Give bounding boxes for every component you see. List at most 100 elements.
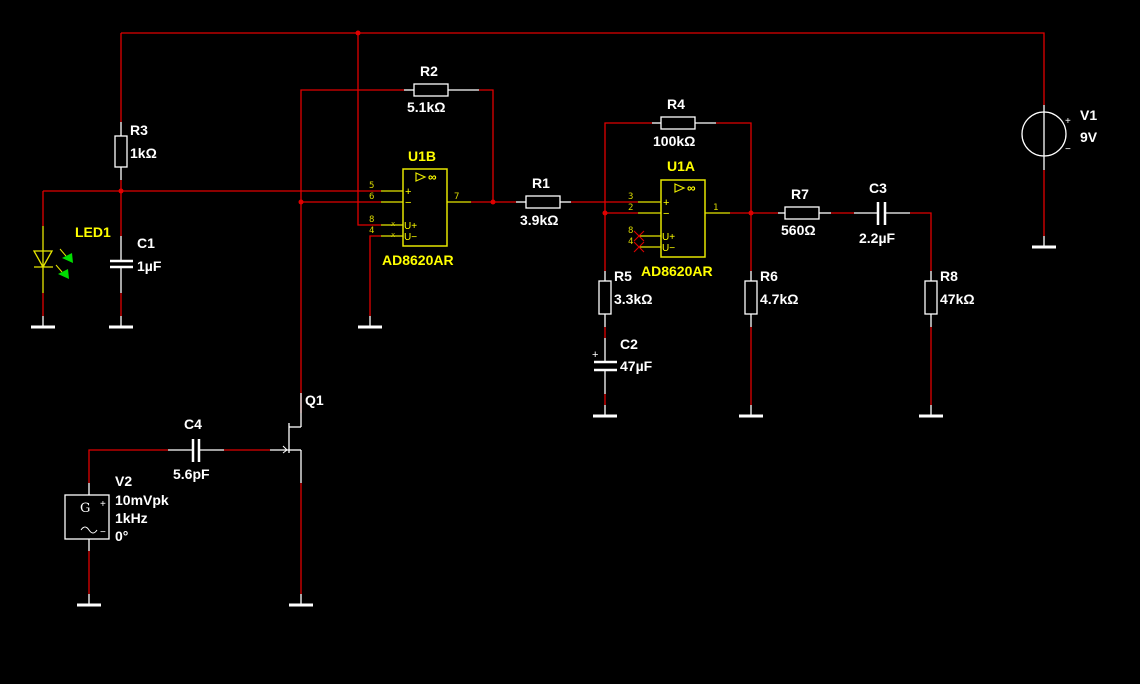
u1b-nc-mark-icon: x xyxy=(391,231,395,239)
r4-ref: R4 xyxy=(667,96,685,112)
capacitor-c1[interactable]: C1 1µF xyxy=(110,235,162,293)
r3-ref: R3 xyxy=(130,122,148,138)
r6-value: 4.7kΩ xyxy=(760,291,798,307)
opamp-u1a[interactable]: ∞ 3 2 8 4 1 + − U+ U− U1A AD8620AR xyxy=(628,158,730,279)
sine-wave-icon xyxy=(80,526,98,534)
wire-c3-r8[interactable] xyxy=(910,212,932,271)
wire-r4-left[interactable] xyxy=(604,122,652,271)
u1b-infinity: ∞ xyxy=(428,170,437,184)
r5-value: 3.3kΩ xyxy=(614,291,652,307)
u1b-upos: U+ xyxy=(404,221,417,232)
ground-icon xyxy=(289,594,313,607)
v1-plus: + xyxy=(1065,116,1071,127)
resistor-r3[interactable]: R3 1kΩ xyxy=(114,122,157,180)
junction-u1b-out xyxy=(490,199,496,205)
u1b-plus: + xyxy=(405,186,411,198)
r2-value: 5.1kΩ xyxy=(407,99,445,115)
wire-u1b-pin4[interactable] xyxy=(369,235,381,316)
wire-vcc-to-u1b-pin8[interactable] xyxy=(357,33,381,226)
v1-ref: V1 xyxy=(1080,107,1097,123)
u1a-pin2: 2 xyxy=(628,203,633,213)
ac-source-v2[interactable]: G + − V2 10mVpk 1kHz 0° xyxy=(64,473,169,551)
r8-ref: R8 xyxy=(940,268,958,284)
wire-r2-right[interactable] xyxy=(479,89,494,202)
ground-icon xyxy=(109,316,133,329)
u1a-pin4: 4 xyxy=(628,237,633,247)
c1-value: 1µF xyxy=(137,258,162,274)
c3-ref: C3 xyxy=(869,180,887,196)
u1a-ref: U1A xyxy=(667,158,695,174)
opamp-triangle-icon xyxy=(415,172,427,182)
capacitor-c3[interactable]: C3 2.2µF xyxy=(854,180,910,246)
v2-ref: V2 xyxy=(115,473,132,489)
resistor-r1[interactable]: R1 3.9kΩ xyxy=(516,175,571,228)
u1a-pin1: 1 xyxy=(713,203,718,213)
c3-value: 2.2µF xyxy=(859,230,896,246)
u1a-pin8: 8 xyxy=(628,226,633,236)
opamp-u1b[interactable]: ∞ 5 6 8 4 7 x x + − U+ U− U1B AD8620AR xyxy=(369,148,471,268)
wire-r4-right[interactable] xyxy=(716,122,752,271)
wire-r2-left[interactable] xyxy=(300,89,404,413)
v2-plus: + xyxy=(100,499,106,510)
wires xyxy=(42,32,1045,594)
u1a-minus: − xyxy=(663,208,669,220)
v1-value: 9V xyxy=(1080,129,1098,145)
ground-icon xyxy=(593,405,617,418)
resistor-r6[interactable]: R6 4.7kΩ xyxy=(744,268,798,327)
ground-icon xyxy=(77,594,101,607)
wire-vcc-rail[interactable] xyxy=(121,32,1045,105)
q1-ref: Q1 xyxy=(305,392,324,408)
wire-v2-c4[interactable] xyxy=(88,449,168,483)
c4-value: 5.6pF xyxy=(173,466,210,482)
ground-icon xyxy=(919,405,943,418)
resistor-r7[interactable]: R7 560Ω xyxy=(778,186,831,238)
capacitor-c4[interactable]: C4 5.6pF xyxy=(168,416,224,482)
r8-value: 47kΩ xyxy=(940,291,975,307)
u1b-ref: U1B xyxy=(408,148,436,164)
light-emission-arrows-icon xyxy=(55,248,73,279)
v2-minus: − xyxy=(100,527,106,538)
junction-u1a-out xyxy=(748,210,754,216)
u1a-pin3: 3 xyxy=(628,192,633,202)
resistor-r5[interactable]: R5 3.3kΩ xyxy=(598,268,652,327)
u1a-plus: + xyxy=(663,197,669,209)
c2-value: 47µF xyxy=(620,358,653,374)
u1b-part: AD8620AR xyxy=(382,252,454,268)
generator-g-icon: G xyxy=(80,501,90,516)
gate-arrow-icon xyxy=(282,445,288,454)
r7-value: 560Ω xyxy=(781,222,816,238)
opamp-triangle-icon xyxy=(674,183,686,193)
c1-ref: C1 xyxy=(137,235,155,251)
led1-ref: LED1 xyxy=(75,224,111,240)
grounds xyxy=(31,236,1056,607)
resistor-r2[interactable]: R2 5.1kΩ xyxy=(404,63,479,115)
junction-q1-drain xyxy=(298,199,304,205)
u1a-uneg: U− xyxy=(662,243,675,254)
u1a-upos: U+ xyxy=(662,232,675,243)
junction-vcc xyxy=(355,30,361,36)
v1-minus: − xyxy=(1065,144,1071,155)
c2-ref: C2 xyxy=(620,336,638,352)
ground-icon xyxy=(1032,236,1056,249)
led-led1[interactable]: LED1 xyxy=(32,224,111,293)
u1b-pin4: 4 xyxy=(369,226,374,236)
u1b-pin5: 5 xyxy=(369,181,374,191)
u1b-nc-mark-icon: x xyxy=(391,220,395,228)
dc-source-v1[interactable]: + − V1 9V xyxy=(1021,105,1098,170)
u1a-infinity: ∞ xyxy=(687,181,696,195)
ground-icon xyxy=(739,405,763,418)
diode-icon xyxy=(32,250,54,269)
resistor-r8[interactable]: R8 47kΩ xyxy=(924,268,975,327)
u1b-pin7: 7 xyxy=(454,192,459,202)
r6-ref: R6 xyxy=(760,268,778,284)
capacitor-c2[interactable]: + C2 47µF xyxy=(592,336,653,394)
r7-ref: R7 xyxy=(791,186,809,202)
resistor-r4[interactable]: R4 100kΩ xyxy=(652,96,716,149)
r4-value: 100kΩ xyxy=(653,133,695,149)
no-connect-x-icon xyxy=(633,230,645,253)
r1-value: 3.9kΩ xyxy=(520,212,558,228)
jfet-q1[interactable]: Q1 xyxy=(270,392,324,483)
r1-ref: R1 xyxy=(532,175,550,191)
